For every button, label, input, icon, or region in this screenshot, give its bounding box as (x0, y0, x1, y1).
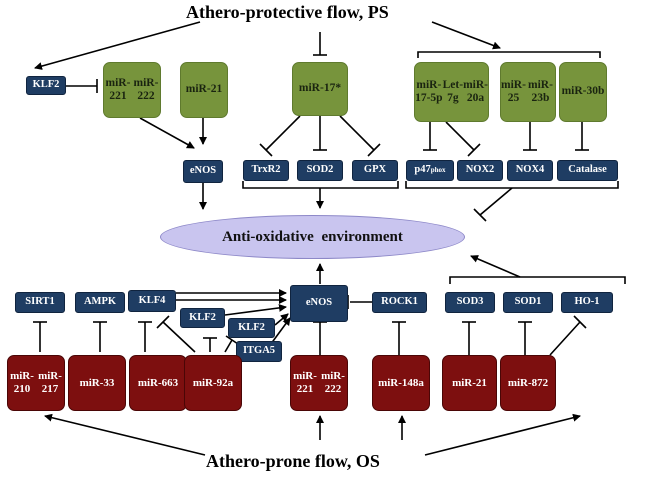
top-mir20a-label: miR-20a (463, 78, 488, 104)
top-mir222-label: miR-222 (133, 76, 159, 102)
bottom-mir221-label: miR-221 (293, 370, 317, 395)
prone-flow-title: Athero-prone flow, OS (206, 451, 380, 471)
bottom-mir21-node: miR-21 (442, 355, 497, 411)
bottom-klf2-node-a: KLF2 (180, 308, 225, 328)
bottom-klf4-node: KLF4 (128, 290, 176, 312)
anti-oxidative-environment-node: Anti-oxidative environment (160, 215, 465, 259)
bottom-mir222-label: miR-222 (321, 370, 345, 395)
top-mir23b-label: miR-23b (528, 78, 553, 104)
top-mir30b-node: miR-30b (559, 62, 607, 122)
top-nox4-node: NOX4 (507, 160, 553, 181)
bottom-mir33-node: miR-33 (68, 355, 126, 411)
top-phox-superscript: phox (430, 166, 446, 175)
bottom-mir872-node: miR-872 (500, 355, 556, 411)
top-enos-node: eNOS (183, 160, 223, 183)
top-gpx-node: GPX (352, 160, 398, 181)
top-klf2-node: KLF2 (26, 76, 66, 95)
bottom-ampk-node: AMPK (75, 292, 125, 313)
top-nox2-node: NOX2 (457, 160, 503, 181)
bottom-mir210-label: miR-210 (10, 370, 34, 395)
top-mir21-node: miR-21 (180, 62, 228, 118)
top-mir17-5p-label: miR-17-5p (415, 78, 443, 104)
top-mir25-label: miR-25 (501, 78, 526, 104)
top-mir17star-node: miR-17* (292, 62, 348, 116)
bottom-mir210-217-node: miR-210 miR-217 (7, 355, 65, 411)
top-mir221-222-node: miR-221 miR-222 (103, 62, 161, 118)
bottom-klf2-node-b: KLF2 (228, 318, 275, 338)
top-mir221-label: miR-221 (105, 76, 131, 102)
top-mir25-23b-node: miR-25 miR-23b (500, 62, 556, 122)
top-mir17-5p-group-node: miR-17-5p Let-7g miR-20a (414, 62, 489, 122)
bottom-mir221-222-node: miR-221 miR-222 (290, 355, 348, 411)
top-p47-label: p47 (414, 164, 431, 176)
bottom-sod1-node: SOD1 (503, 292, 553, 313)
bottom-mir663-node: miR-663 (129, 355, 187, 411)
bottom-mir92a-node: miR-92a (184, 355, 242, 411)
bottom-enos-node: eNOS (290, 285, 348, 322)
bottom-sirt1-node: SIRT1 (15, 292, 65, 313)
bottom-sod3-node: SOD3 (445, 292, 495, 313)
bottom-mir148a-node: miR-148a (372, 355, 430, 411)
bottom-mir217-label: miR-217 (38, 370, 62, 395)
top-trxr2-node: TrxR2 (243, 160, 289, 181)
bottom-ho1-node: HO-1 (561, 292, 613, 313)
bottom-itga5-node: ITGA5 (236, 341, 282, 362)
top-sod2-node: SOD2 (297, 160, 343, 181)
top-catalase-node: Catalase (557, 160, 618, 181)
protective-flow-title: Athero-protective flow, PS (186, 2, 389, 22)
bottom-rock1-node: ROCK1 (372, 292, 427, 313)
top-let7g-label: Let-7g (442, 78, 464, 104)
